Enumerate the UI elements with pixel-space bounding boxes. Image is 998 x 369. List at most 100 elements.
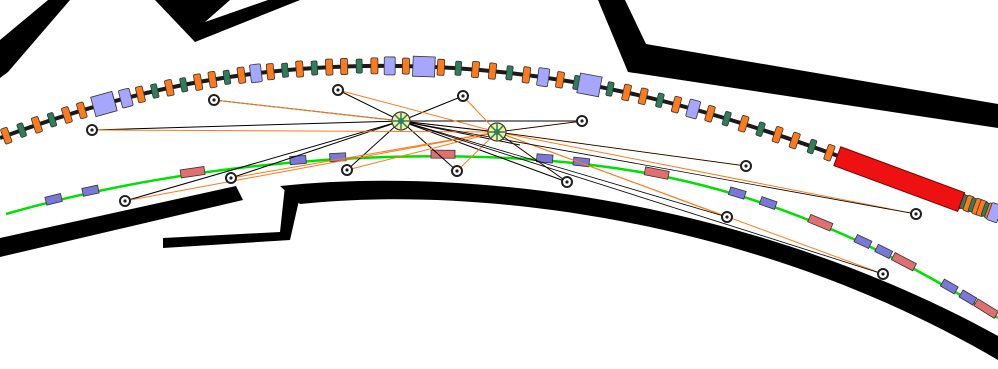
quadrupole-magnet [521,66,532,84]
sight-line-orange [337,89,498,133]
station-baseline [400,120,498,133]
sextupole-magnet [16,122,27,138]
sight-line-black [346,120,402,171]
beam-monitor-block [576,72,603,98]
sextupole-magnet [355,58,363,74]
quadrupole-magnet [370,57,379,75]
sight-line-orange [91,129,498,133]
quadrupole-magnet [637,87,649,105]
sight-lines [91,89,917,275]
sight-line-orange [124,131,498,202]
second-ring-quadrupole [81,184,100,197]
second-ring-quadrupole [939,278,959,295]
target-center [914,212,918,216]
quadrupole-magnet [76,101,88,120]
second-ring-magnets [44,149,998,319]
survey-target-icon [341,164,353,176]
sight-line-black [400,120,884,275]
quadrupole-magnet [621,83,632,102]
survey-target-icon [740,160,752,172]
total-station-icon [391,111,411,131]
sight-line-black [400,120,458,172]
second-ring-quadrupole [758,196,778,210]
quadrupole-magnet [555,71,565,89]
wall-top-right [598,0,998,128]
sight-line-black [337,89,402,122]
quadrupole-magnet [135,85,146,104]
sextupole-magnet [179,77,189,93]
sight-line-orange [346,131,498,171]
quadrupole-magnet [823,144,836,162]
quadrupole-magnet [236,66,247,84]
quadrupole-magnet [339,58,349,75]
sight-line-black [496,120,584,133]
corrector-magnet [536,67,551,88]
survey-target-icon [86,124,98,136]
second-ring-dipole [643,166,670,180]
second-ring-dipole [973,298,998,319]
target-center [461,94,465,98]
second-ring-quadrupole [874,243,894,260]
quadrupole-magnet [737,115,750,133]
sextupole-magnet [655,92,665,108]
sextupole-magnet [721,111,732,127]
quadrupole-magnet [265,63,275,81]
target-center [336,88,340,92]
sight-line-black [124,120,402,202]
instrument-stations [391,111,507,142]
corrector-magnet [249,63,263,84]
quadrupole-magnet [471,60,480,79]
second-ring-quadrupole [853,233,873,250]
wall-notch-left [163,186,300,248]
target-center [345,168,349,172]
sight-line-black [496,131,747,167]
quadrupole-magnet [401,57,410,75]
survey-target-icon [208,94,220,106]
main-ring-magnets [0,55,998,224]
sextupole-magnet [806,138,818,155]
target-center [725,215,729,219]
second-ring-dipole [890,252,917,272]
quadrupole-magnet [704,105,716,123]
survey-target-icon [576,115,588,127]
target-center [123,199,127,203]
sight-line-black [230,120,402,179]
station-center [494,129,500,135]
wall-top-center [155,0,300,42]
sight-line-black [400,120,917,215]
sextupole-magnet [310,60,319,76]
sight-line-orange [230,131,498,179]
target-center [212,98,216,102]
sight-line-black [400,95,464,122]
station-center [398,118,404,124]
survey-target-icon [332,84,344,96]
sight-line-black [400,120,728,218]
second-ring-quadrupole [44,193,63,206]
wall-lower-arc [280,180,998,360]
target-center [90,128,94,132]
survey-target-icon [451,165,463,177]
quadrupole-magnet [61,106,73,124]
second-ring-dipole [179,166,206,179]
sextupole-magnet [46,112,58,128]
sight-line-black [496,131,568,183]
sextupole-magnet [755,121,766,137]
survey-target-icon [561,176,573,188]
quadrupole-magnet [295,60,304,78]
survey-target-icon [457,90,469,102]
target-center [881,272,885,276]
corrector-magnet [383,56,396,76]
target-center [455,169,459,173]
beam-monitor-block [412,55,436,78]
quadrupole-magnet [671,95,682,114]
quadrupole-magnet [771,126,784,144]
corrector-magnet [685,98,701,120]
quadrupole-magnet [164,79,175,97]
second-ring-quadrupole [958,289,978,306]
wall-mid-left [0,186,243,257]
survey-targets [86,84,922,280]
second-ring-dipole [807,213,834,232]
survey-target-icon [225,172,237,184]
